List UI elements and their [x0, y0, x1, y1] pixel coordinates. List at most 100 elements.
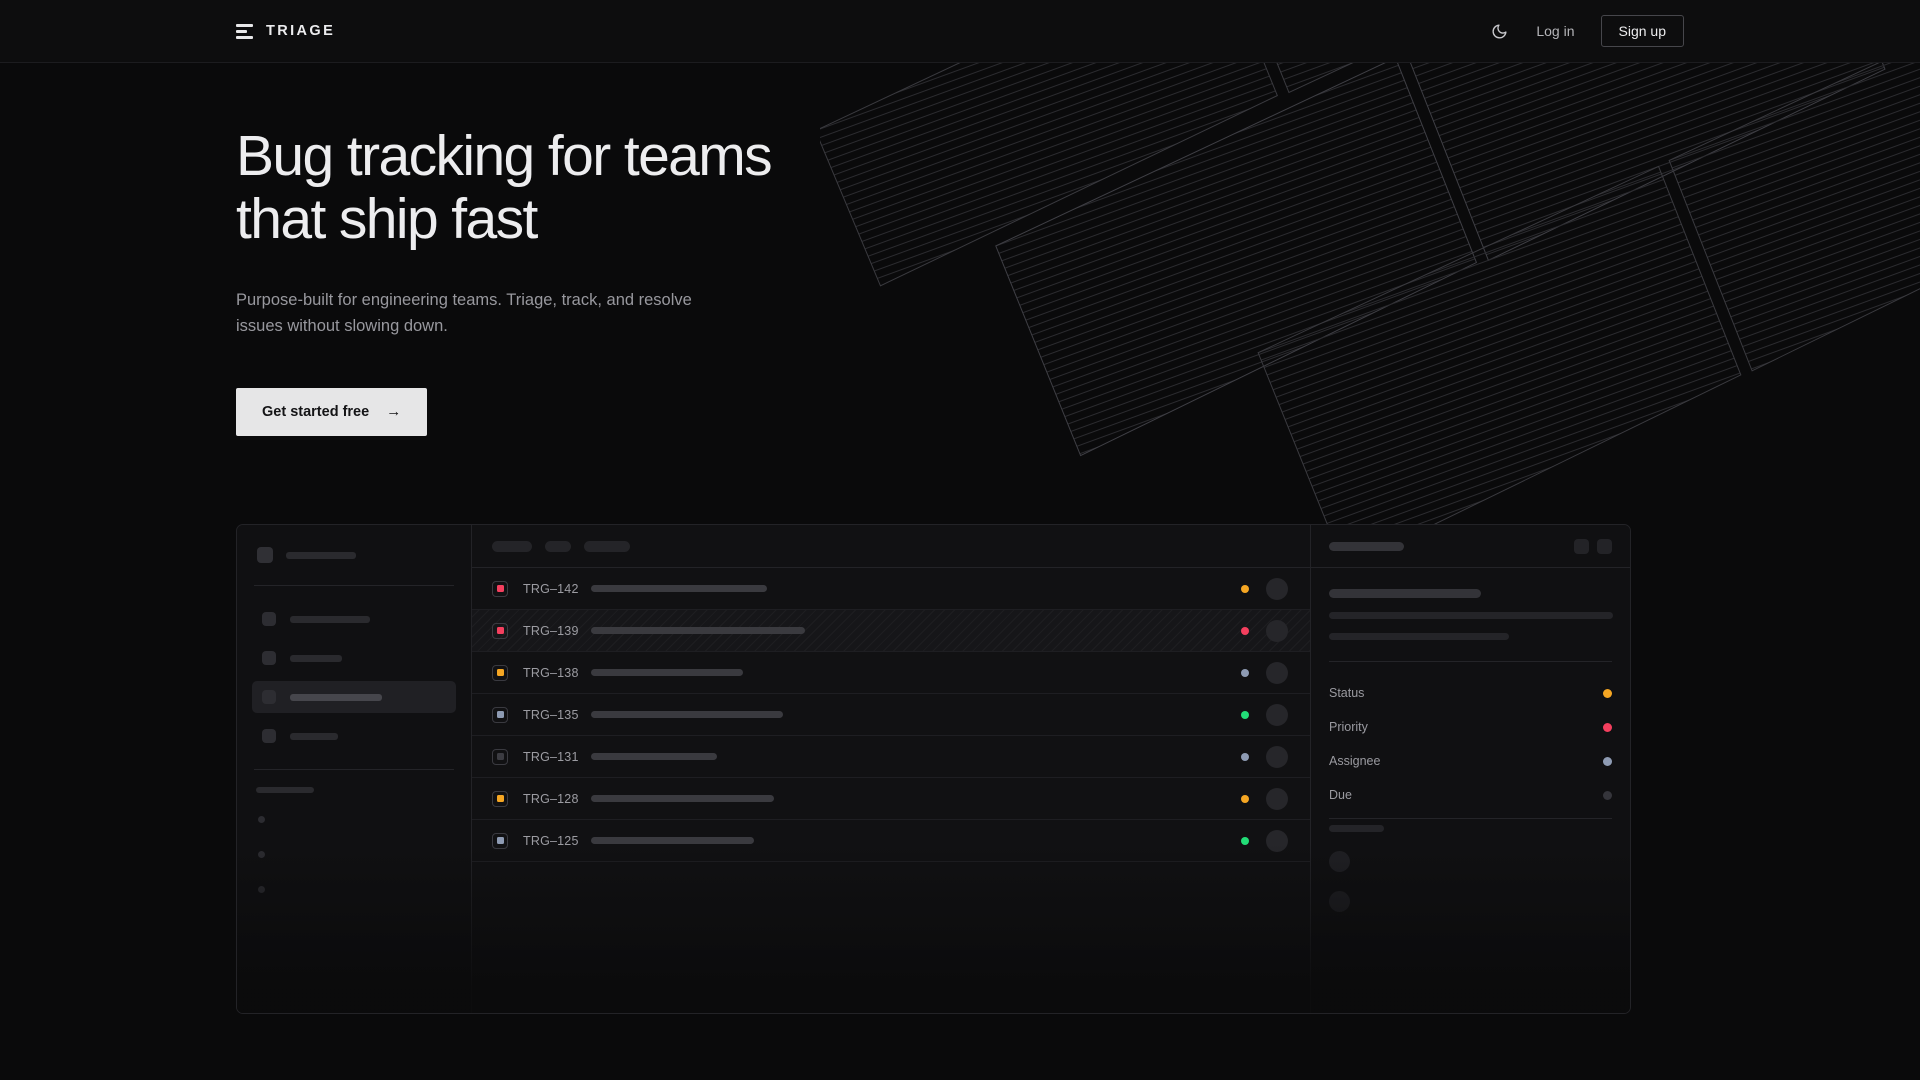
priority-icon[interactable]	[492, 622, 508, 639]
status-dot[interactable]	[1241, 668, 1249, 677]
avatar[interactable]	[1266, 787, 1288, 810]
detail-field-due[interactable]: Due	[1329, 778, 1612, 812]
issue-title-placeholder	[591, 711, 783, 718]
priority-icon[interactable]	[492, 832, 508, 849]
detail-header-placeholder	[1329, 541, 1404, 551]
detail-divider	[1329, 661, 1612, 662]
status-dot[interactable]	[1241, 710, 1249, 719]
signup-button[interactable]: Sign up	[1600, 15, 1684, 47]
sidebar-item-icon	[262, 612, 276, 626]
issue-row[interactable]: TRG–131	[472, 736, 1310, 778]
activity-label-placeholder	[1329, 825, 1384, 832]
brand-logo[interactable]: TRIAGE	[236, 23, 335, 39]
issue-title-placeholder	[591, 669, 743, 676]
sidebar-item-3[interactable]	[252, 720, 456, 752]
issue-list-toolbar	[472, 525, 1310, 568]
sidebar-item-2[interactable]	[252, 681, 456, 713]
avatar[interactable]	[1329, 891, 1350, 912]
avatar[interactable]	[1266, 577, 1288, 600]
issue-row[interactable]: TRG–142	[472, 568, 1310, 610]
toolbar-chip-2[interactable]	[584, 540, 630, 552]
sidebar-nav	[252, 603, 456, 752]
issue-id: TRG–135	[523, 707, 579, 722]
issue-row[interactable]: TRG–139	[472, 610, 1310, 652]
issue-id: TRG–139	[523, 623, 579, 638]
avatar[interactable]	[1266, 661, 1288, 684]
issue-title-placeholder	[591, 795, 774, 802]
sidebar-mini-item-0[interactable]	[252, 811, 456, 828]
status-dot[interactable]	[1241, 794, 1249, 803]
status-dot[interactable]	[1241, 752, 1249, 761]
priority-icon[interactable]	[492, 790, 508, 807]
avatar[interactable]	[1266, 829, 1288, 852]
avatar[interactable]	[1329, 851, 1350, 872]
detail-action-buttons	[1574, 538, 1612, 554]
priority-icon[interactable]	[492, 706, 508, 723]
issue-row-meta	[1241, 661, 1288, 684]
detail-field-label: Status	[1329, 686, 1365, 700]
sidebar-mini-list	[252, 811, 456, 898]
sidebar-item-label-placeholder	[290, 693, 382, 701]
cta-label: Get started free	[262, 403, 370, 420]
issue-title-placeholder	[591, 753, 717, 760]
sidebar-mini-item-2[interactable]	[252, 881, 456, 898]
detail-divider-bottom	[1329, 818, 1612, 819]
sidebar-item-label-placeholder	[290, 732, 338, 740]
issue-row[interactable]: TRG–138	[472, 652, 1310, 694]
issue-row-meta	[1241, 745, 1288, 768]
priority-icon[interactable]	[492, 580, 508, 597]
detail-field-assignee[interactable]: Assignee	[1329, 744, 1612, 778]
sidebar-workspace[interactable]	[252, 542, 456, 568]
triage-bars-icon	[236, 23, 253, 39]
issue-id: TRG–142	[523, 581, 579, 596]
detail-field-value-dot[interactable]	[1603, 722, 1612, 732]
status-dot[interactable]	[1241, 626, 1249, 635]
workspace-icon	[257, 547, 273, 563]
toolbar-chip-0[interactable]	[492, 540, 532, 552]
avatar[interactable]	[1266, 619, 1288, 642]
detail-field-label: Due	[1329, 788, 1352, 802]
issue-row-meta	[1241, 619, 1288, 642]
detail-field-value-dot[interactable]	[1603, 756, 1612, 766]
heading-line-1: Bug tracking for teams	[236, 124, 773, 188]
detail-action-button-0[interactable]	[1574, 538, 1589, 554]
status-dot[interactable]	[1241, 584, 1249, 593]
issue-row-meta	[1241, 829, 1288, 852]
issue-row[interactable]: TRG–128	[472, 778, 1310, 820]
toolbar-chip-1[interactable]	[545, 540, 571, 552]
detail-description-placeholder	[1329, 612, 1613, 640]
top-navbar: TRIAGE Log in Sign up	[0, 0, 1920, 63]
avatar[interactable]	[1266, 703, 1288, 726]
priority-icon[interactable]	[492, 748, 508, 765]
detail-action-button-1[interactable]	[1597, 538, 1612, 554]
issue-row[interactable]: TRG–135	[472, 694, 1310, 736]
detail-field-value-dot[interactable]	[1603, 688, 1612, 698]
issue-id: TRG–125	[523, 833, 579, 848]
status-dot[interactable]	[1241, 836, 1249, 845]
mockup-sidebar	[237, 525, 472, 1013]
sidebar-item-1[interactable]	[252, 642, 456, 674]
issue-row[interactable]: TRG–125	[472, 820, 1310, 862]
sidebar-mini-icon	[258, 886, 265, 893]
nav-actions: Log in Sign up	[1488, 15, 1684, 47]
detail-field-status[interactable]: Status	[1329, 676, 1612, 710]
issue-row-meta	[1241, 577, 1288, 600]
issue-row-meta	[1241, 703, 1288, 726]
sidebar-mini-item-1[interactable]	[252, 846, 456, 863]
sidebar-item-0[interactable]	[252, 603, 456, 635]
hero-subheading: Purpose-built for engineering teams. Tri…	[236, 291, 692, 335]
issue-id: TRG–128	[523, 791, 579, 806]
sidebar-mini-icon	[258, 816, 265, 823]
detail-field-priority[interactable]: Priority	[1329, 710, 1612, 744]
get-started-button[interactable]: Get started free →	[236, 387, 428, 436]
priority-icon[interactable]	[492, 664, 508, 681]
moon-icon[interactable]	[1488, 20, 1510, 42]
login-link[interactable]: Log in	[1536, 23, 1575, 39]
detail-field-label: Assignee	[1329, 754, 1381, 768]
avatar[interactable]	[1266, 745, 1288, 768]
detail-field-value-dot[interactable]	[1603, 790, 1612, 800]
